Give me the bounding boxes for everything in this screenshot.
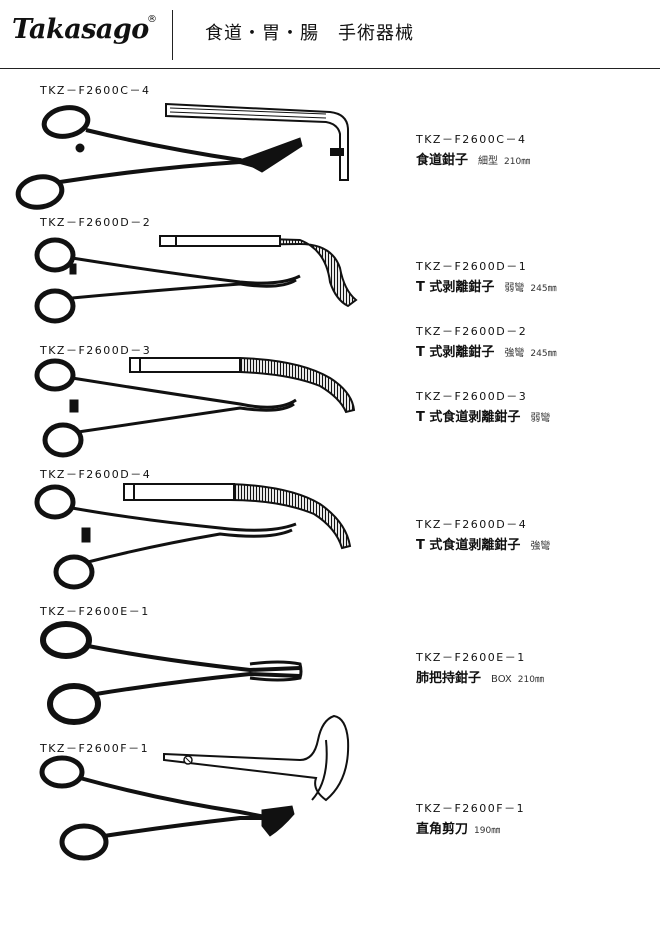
figure-label-e1: TKZ－F2600E－1 xyxy=(40,605,150,618)
product-d4: TKZ－F2600D－4 T 式食道剥離鉗子強彎 xyxy=(416,516,550,553)
brand-logo: Takasago xyxy=(12,14,149,45)
product-d2: TKZ－F2600D－2 T 式剥離鉗子強彎 245㎜ xyxy=(416,323,557,360)
product-code: TKZ－F2600E－1 xyxy=(416,651,526,664)
forceps-d4-illustration xyxy=(34,484,297,590)
product-size: 245㎜ xyxy=(530,284,557,294)
jaw-detail-d2 xyxy=(159,234,358,308)
product-code: TKZ－F2600D－3 xyxy=(416,390,528,403)
figure-label-d3: TKZ－F2600D－3 xyxy=(40,344,152,357)
figure-label-c4: TKZ－F2600C－4 xyxy=(40,84,151,97)
header-rule xyxy=(0,68,660,69)
product-code: TKZ－F2600F－1 xyxy=(416,802,526,815)
forceps-e1-illustration xyxy=(40,621,303,725)
product-f1: TKZ－F2600F－1 直角剪刀 190㎜ xyxy=(416,800,525,837)
jaw-detail-c4 xyxy=(165,102,349,181)
product-d1: TKZ－F2600D－1 T 式剥離鉗子弱彎 245㎜ xyxy=(416,258,557,295)
jaw-detail-d3 xyxy=(129,357,356,414)
product-name: T 式食道剥離鉗子 xyxy=(416,538,521,553)
registered-mark: ® xyxy=(147,14,157,25)
page-header: Takasago ® 食道・胃・腸 手術器械 xyxy=(0,0,660,70)
product-name: 食道鉗子 xyxy=(416,153,469,168)
jaw-detail-d4 xyxy=(123,483,352,550)
blade-detail-f1 xyxy=(163,714,350,802)
product-d3: TKZ－F2600D－3 T 式食道剥離鉗子弱彎 xyxy=(416,388,550,425)
product-name: T 式剥離鉗子 xyxy=(416,345,495,360)
figure-label-d2: TKZ－F2600D－2 xyxy=(40,216,152,229)
product-code: TKZ－F2600D－4 xyxy=(416,518,528,531)
forceps-c4-illustration xyxy=(15,105,303,210)
page-title: 食道・胃・腸 手術器械 xyxy=(205,23,414,44)
product-name: 肺把持鉗子 xyxy=(416,671,482,686)
forceps-d2-illustration xyxy=(34,237,301,324)
product-note: BOX xyxy=(491,674,512,685)
product-note: 弱彎 xyxy=(530,413,551,424)
product-size: 210㎜ xyxy=(504,157,531,167)
forceps-d3-illustration xyxy=(34,358,297,458)
product-size: 190㎜ xyxy=(474,826,501,836)
product-note: 強彎 xyxy=(504,348,525,359)
product-name: 直角剪刀 xyxy=(416,822,469,837)
product-code: TKZ－F2600D－2 xyxy=(416,325,528,338)
product-name: T 式剥離鉗子 xyxy=(416,280,495,295)
scissors-f1-illustration xyxy=(39,755,295,861)
figure-label-d4: TKZ－F2600D－4 xyxy=(40,468,152,481)
product-size: 210㎜ xyxy=(517,675,544,685)
figure-label-f1: TKZ－F2600F－1 xyxy=(40,742,150,755)
product-note: 弱彎 xyxy=(504,283,525,294)
product-code: TKZ－F2600D－1 xyxy=(416,260,528,273)
product-name: T 式食道剥離鉗子 xyxy=(416,410,521,425)
header-divider xyxy=(172,10,173,60)
product-e1: TKZ－F2600E－1 肺把持鉗子 BOX 210㎜ xyxy=(416,649,544,686)
product-note: 強彎 xyxy=(530,541,551,552)
product-c4: TKZ－F2600C－4 食道鉗子細型 210㎜ xyxy=(416,131,530,168)
product-note: 細型 xyxy=(478,156,499,167)
product-size: 245㎜ xyxy=(530,349,557,359)
product-code: TKZ－F2600C－4 xyxy=(416,133,527,146)
